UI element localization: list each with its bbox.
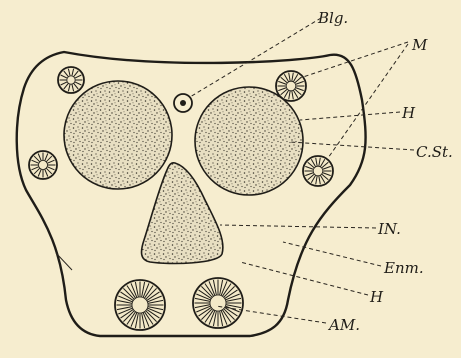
leader-in: [220, 225, 376, 228]
blg-vessel-inner: [180, 100, 186, 106]
m-bundle-top-left: [58, 67, 84, 93]
leader-h-lower: [240, 262, 368, 295]
label-h-lower: H: [369, 288, 384, 306]
m-bundle-top-right: [276, 71, 306, 101]
am-bundle-right: [193, 278, 243, 328]
label-h-upper: H: [401, 104, 416, 122]
am-bundle-left: [115, 280, 165, 330]
leader-cst: [290, 142, 414, 150]
leader-h-upper: [300, 112, 400, 120]
label-in: IN.: [377, 220, 401, 238]
label-cst: C.St.: [416, 143, 453, 161]
label-blg: Blg.: [317, 9, 348, 27]
h-mass-right: [195, 87, 303, 195]
m-bundle-mid-right: [303, 156, 333, 186]
h-mass-left: [64, 81, 172, 189]
label-am: AM.: [327, 316, 360, 334]
leader-m-2: [328, 44, 408, 158]
label-m: M: [411, 36, 428, 54]
label-enm: Enm.: [383, 259, 424, 277]
m-bundle-mid-left: [29, 151, 57, 179]
